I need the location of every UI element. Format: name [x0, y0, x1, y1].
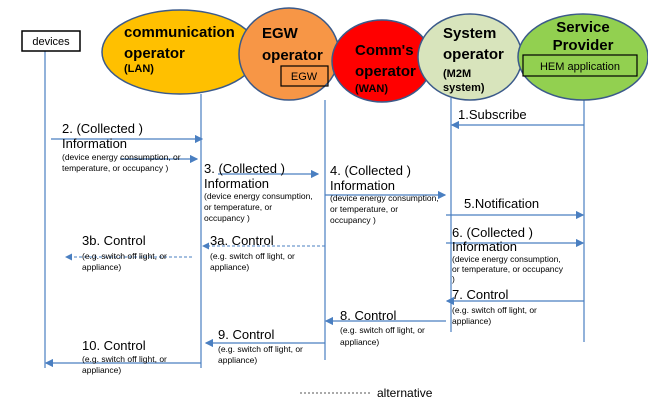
legend-alternative-label: alternative	[377, 386, 433, 400]
m6-title: 6. (Collected )	[452, 225, 533, 240]
m1-title: 1.Subscribe	[458, 107, 527, 122]
service-provider-title2: Provider	[553, 37, 614, 54]
participant-comm-operator: communication operator (LAN)	[101, 9, 259, 95]
egw-operator-title: EGW	[262, 25, 299, 42]
m7-title: 7. Control	[452, 287, 508, 302]
m3b-detail2: appliance)	[82, 262, 121, 272]
message-4-collected-information: 4. (Collected ) Information (device ener…	[325, 163, 447, 225]
hem-application-box	[522, 54, 638, 77]
comms-operator-sub: (WAN)	[355, 83, 388, 95]
participant-service-provider: Service Provider HEM application	[517, 13, 648, 101]
comms-operator-title: Comm's	[355, 42, 414, 59]
comms-operator-title2: operator	[355, 63, 416, 80]
m9-detail1: (e.g. switch off light, or	[218, 344, 303, 354]
m9-detail2: appliance)	[218, 355, 257, 365]
m4-detail1: (device energy consumption,	[330, 193, 439, 203]
m9-title: 9. Control	[218, 327, 274, 342]
m10-detail1: (e.g. switch off light, or	[82, 354, 167, 364]
message-3-collected-information: 3. (Collected ) Information (device ener…	[204, 161, 320, 223]
participant-devices: devices	[21, 30, 81, 52]
m10-title: 10. Control	[82, 338, 146, 353]
message-3b-control-alternative: 3b. Control (e.g. switch off light, or a…	[65, 233, 192, 272]
m2-detail1: (device energy consumption, or	[62, 152, 181, 162]
m3-detail2: or temperature, or	[204, 202, 272, 212]
message-7-control: 7. Control (e.g. switch off light, or ap…	[445, 287, 584, 326]
message-10-control: 10. Control (e.g. switch off light, or a…	[44, 338, 201, 375]
egw-box	[280, 65, 329, 87]
comm-operator-title2: operator	[124, 45, 185, 62]
m5-title: 5.Notification	[464, 196, 539, 211]
m3-detail3: occupancy )	[204, 213, 250, 223]
m8-title: 8. Control	[340, 308, 396, 323]
message-8-control: 8. Control (e.g. switch off light, or ap…	[324, 308, 446, 347]
m2-title: 2. (Collected )	[62, 121, 143, 136]
service-provider-title: Service	[556, 19, 609, 36]
devices-label: devices	[32, 36, 70, 48]
m3-title: 3. (Collected )	[204, 161, 285, 176]
m3a-detail2: appliance)	[210, 262, 249, 272]
participant-system-operator: System operator (M2M system)	[417, 13, 523, 101]
system-operator-title: System	[443, 25, 496, 42]
m6-detail2: or temperature, or occupancy	[452, 264, 564, 274]
message-2-collected-information: 2. (Collected ) Information (device ener…	[51, 121, 204, 173]
m8-detail2: appliance)	[340, 337, 379, 347]
m8-detail1: (e.g. switch off light, or	[340, 325, 425, 335]
m7-detail1: (e.g. switch off light, or	[452, 305, 537, 315]
m2-title2: Information	[62, 136, 127, 151]
message-3a-control-alternative: 3a. Control (e.g. switch off light, or a…	[202, 233, 325, 272]
m3b-detail1: (e.g. switch off light, or	[82, 251, 167, 261]
m3a-title: 3a. Control	[210, 233, 274, 248]
m4-detail3: occupancy )	[330, 215, 376, 225]
message-6-collected-information: 6. (Collected ) Information (device ener…	[446, 225, 585, 284]
egw-box-label: EGW	[291, 71, 318, 83]
system-operator-title2: operator	[443, 46, 504, 63]
message-9-control: 9. Control (e.g. switch off light, or ap…	[204, 327, 325, 365]
m4-title: 4. (Collected )	[330, 163, 411, 178]
m3-detail1: (device energy consumption,	[204, 191, 313, 201]
m6-title2: Information	[452, 239, 517, 254]
m6-detail3: )	[452, 274, 455, 284]
m3b-title: 3b. Control	[82, 233, 146, 248]
message-1-subscribe: 1.Subscribe	[450, 107, 584, 130]
m3-title2: Information	[204, 176, 269, 191]
m3a-detail1: (e.g. switch off light, or	[210, 251, 295, 261]
comm-operator-sub: (LAN)	[124, 63, 154, 75]
m4-title2: Information	[330, 178, 395, 193]
m7-detail2: appliance)	[452, 316, 491, 326]
message-5-notification: 5.Notification	[446, 196, 585, 220]
participant-comms-operator: Comm's operator (WAN)	[331, 19, 433, 103]
participant-egw-operator: EGW operator EGW	[238, 7, 340, 101]
m2-detail2: temperature, or occupancy )	[62, 163, 168, 173]
legend: alternative	[300, 386, 433, 400]
system-operator-sub2: system)	[443, 82, 485, 94]
m6-detail1: (device energy consumption,	[452, 254, 561, 264]
comm-operator-title: communication	[124, 24, 235, 41]
system-operator-sub1: (M2M	[443, 68, 471, 80]
hem-application-label: HEM application	[540, 61, 620, 73]
egw-operator-title2: operator	[262, 47, 323, 64]
m4-detail2: or temperature, or	[330, 204, 398, 214]
m10-detail2: appliance)	[82, 365, 121, 375]
